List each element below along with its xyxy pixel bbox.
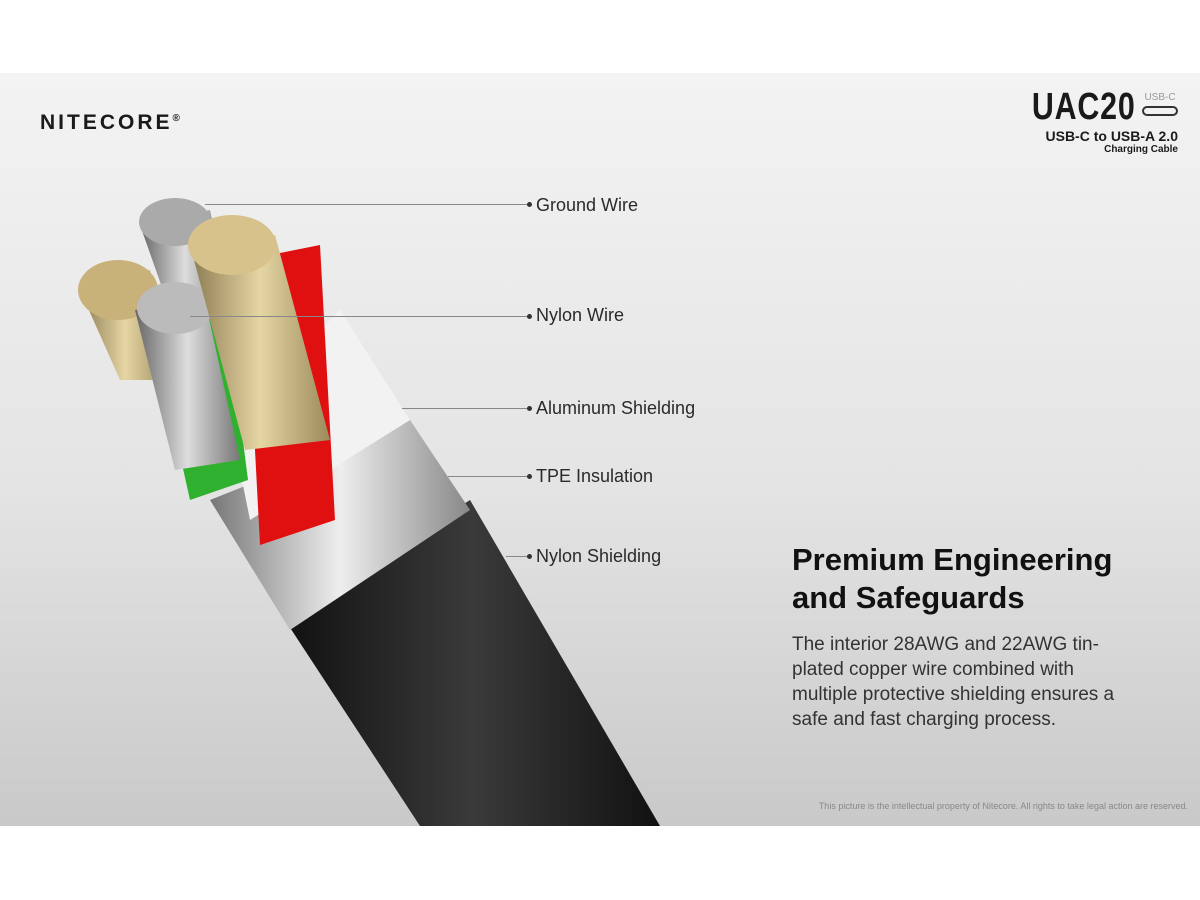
- label-tpe-insulation: TPE Insulation: [536, 466, 654, 486]
- description: The interior 28AWG and 22AWG tin-plated …: [792, 634, 1115, 730]
- product-badge: UAC20 USB-C USB-C to USB-A 2.0 Charging …: [1006, 88, 1178, 155]
- headline-line-1: Premium Engineering: [792, 542, 1113, 577]
- label-aluminum-shielding: Aluminum Shielding: [536, 398, 696, 418]
- gold-wire-front: [190, 235, 330, 450]
- legal-notice: This picture is the intellectual propert…: [818, 801, 1188, 811]
- nylon-braid: [285, 500, 660, 826]
- tpe-ring: [210, 420, 470, 630]
- usb-c-label: USB-C: [1144, 92, 1176, 103]
- product-subtitle-2: Charging Cable: [1104, 144, 1178, 155]
- product-subtitle: USB-C to USB-A 2.0: [1045, 128, 1179, 144]
- nitecore-logo: NITECORE®: [40, 111, 180, 135]
- label-nylon-wire: Nylon Wire: [536, 305, 625, 325]
- label-nylon-shielding: Nylon Shielding: [536, 546, 662, 566]
- brand-name: NITECORE: [40, 111, 173, 134]
- model-name: UAC20: [1032, 86, 1136, 128]
- headline-line-2: and Safeguards: [792, 580, 1025, 615]
- registered-mark: ®: [172, 113, 180, 124]
- silver-wire-front: [135, 300, 240, 470]
- usb-c-icon: USB-C: [1142, 92, 1178, 116]
- label-ground-wire: Ground Wire: [536, 195, 639, 215]
